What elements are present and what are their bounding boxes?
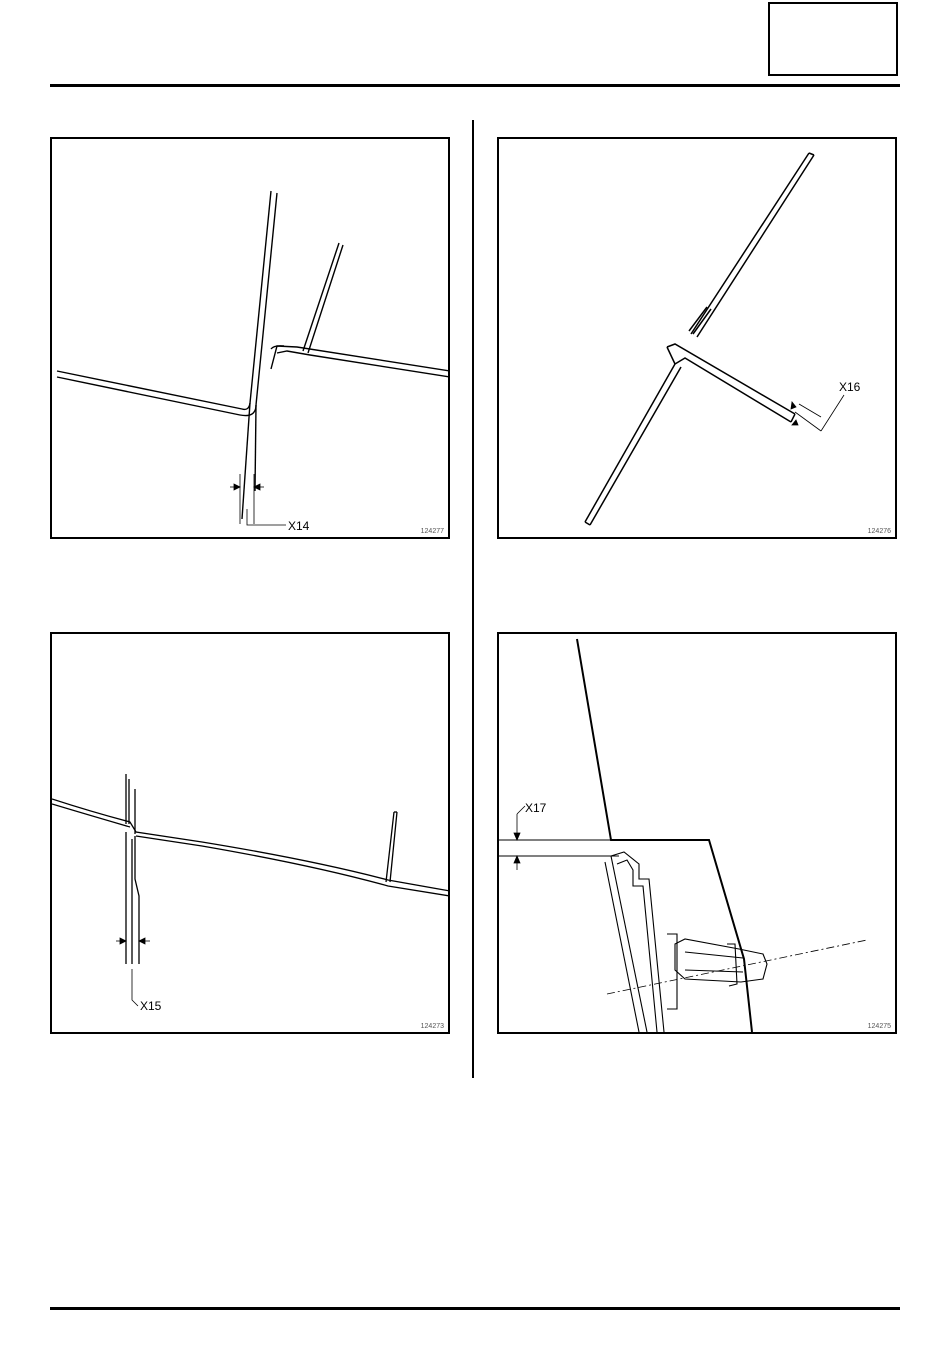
footer-rule [50,1307,900,1310]
page-number-box [768,2,898,76]
x15-label: X15 [140,999,162,1013]
figure-ref: 124277 [421,528,444,535]
figure-ref: 124273 [421,1023,444,1030]
figure-x15-drawing: X15 [52,634,448,1032]
figure-x17-drawing: X17 [499,634,895,1032]
figure-x14-drawing: X14 [52,139,448,537]
figure-ref: 124275 [868,1023,891,1030]
x17-label: X17 [525,801,547,815]
figure-x16: X16 124276 [497,137,897,539]
figure-x16-drawing: X16 [499,139,895,537]
header-rule [50,84,900,87]
figure-x15: X15 124273 [50,632,450,1034]
figure-x17: X17 124275 [497,632,897,1034]
x14-label: X14 [288,519,310,533]
column-divider [472,120,474,1078]
figure-ref: 124276 [868,528,891,535]
figure-x14: X14 124277 [50,137,450,539]
x16-label: X16 [839,380,861,394]
